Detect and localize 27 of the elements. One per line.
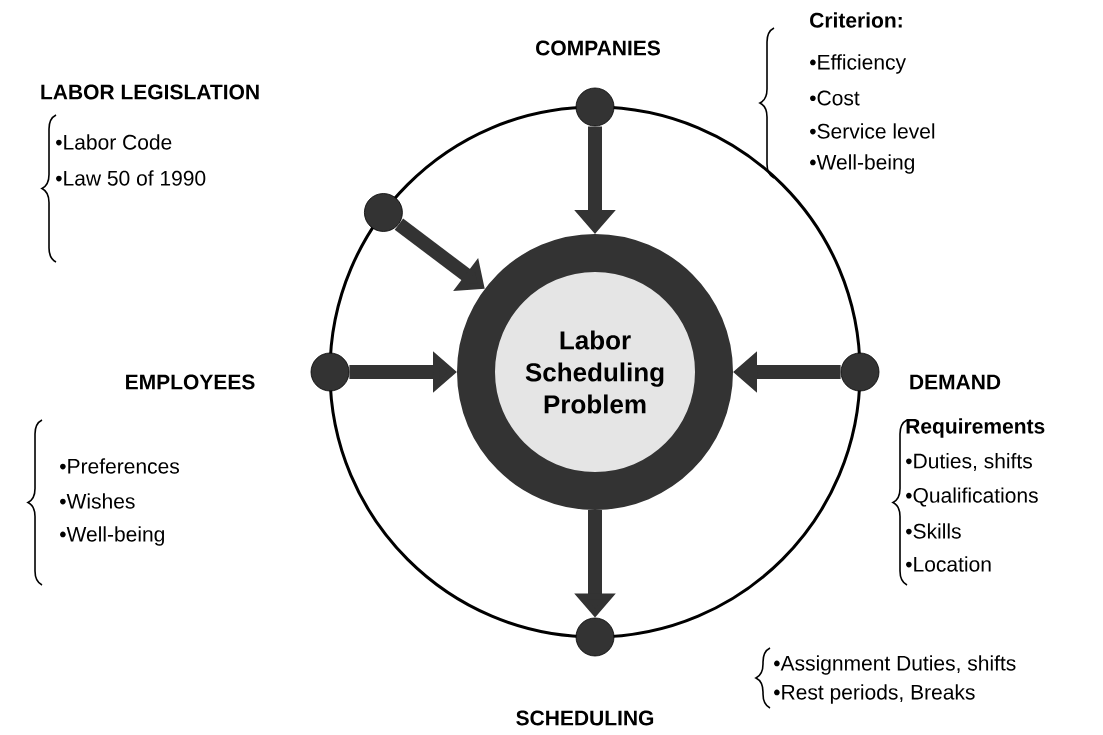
list-item: •Qualifications [906,487,1038,507]
dot [575,617,615,657]
dot [364,193,403,232]
dot [840,352,880,392]
list-item: •Preferences [60,458,179,474]
dot [575,87,615,127]
list-item: •Cost [810,90,860,106]
list-item: •Duties, shifts [906,453,1032,471]
list-item: •Service level [810,123,935,139]
list-heading: Criterion: [810,12,902,28]
heading: COMPANIES [536,40,660,56]
list-item: •Well-being [60,526,164,546]
heading: DEMAND [910,374,1001,390]
heading: LABOR LEGISLATION [41,84,259,100]
list-heading: Requirements [906,418,1045,438]
list-item: •Law 50 of 1990 [56,170,206,186]
list-item: •Labor Code [56,134,172,150]
list-item: •Efficiency [810,54,906,74]
heading: SCHEDULING [516,710,654,726]
list-item: •Assignment Duties, shifts [774,655,1016,675]
list-item: •Location [906,556,991,572]
list-item: •Wishes [60,493,135,509]
list-item: •Rest periods, Breaks [774,684,975,704]
list-item: •Skills [906,523,961,539]
heading: EMPLOYEES [126,374,255,390]
dot [310,352,350,392]
list-item: •Well-being [810,154,914,174]
